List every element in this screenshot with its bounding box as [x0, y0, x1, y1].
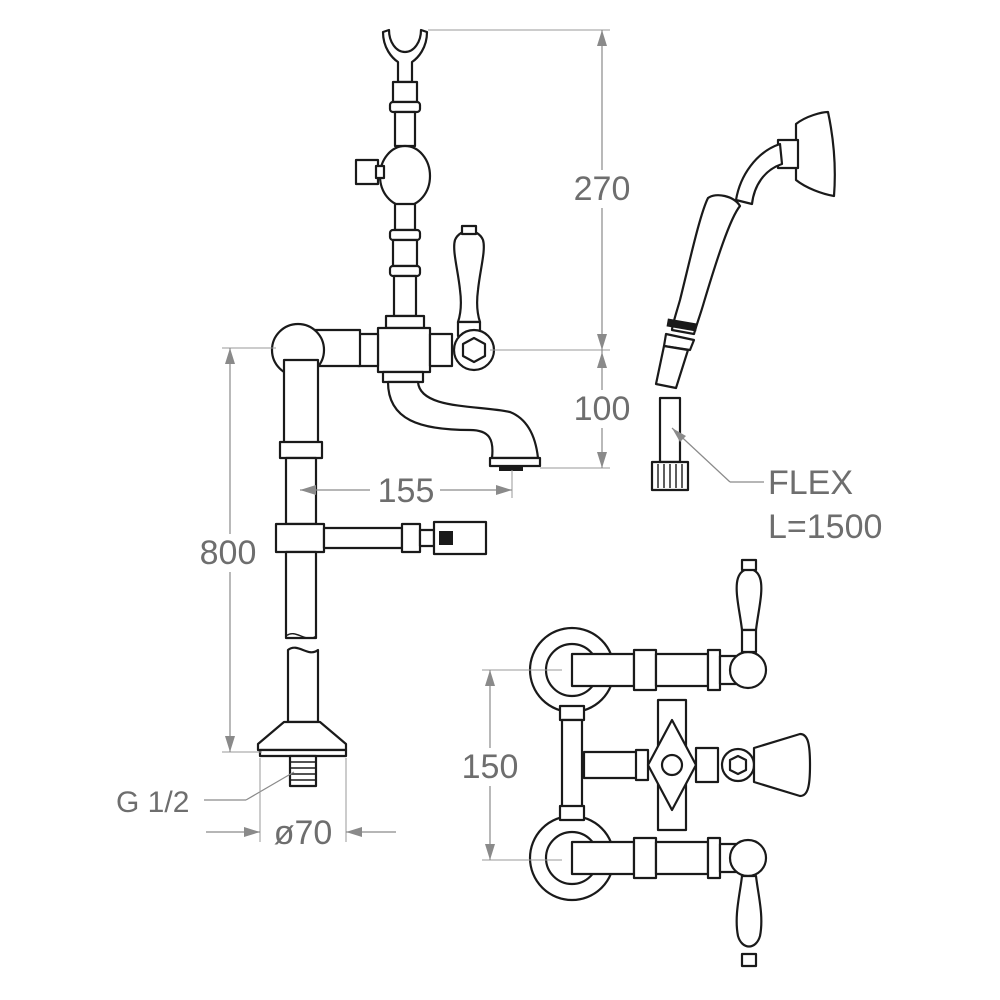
bottom-lever-handle: [735, 874, 763, 948]
bottom-valve-body: [654, 840, 710, 876]
lever-cap: [460, 224, 478, 236]
flex-hose-upper: [654, 344, 690, 390]
riser-pipe-upper: [282, 358, 320, 446]
dim-70-label: ø70: [274, 814, 333, 852]
shower-head: [794, 110, 836, 198]
top-valve-body: [654, 652, 710, 688]
top-inlet-arm: [570, 652, 636, 688]
front-view: [528, 558, 812, 968]
bottom-inlet-nut: [632, 836, 658, 880]
riser-neck-3: [391, 238, 419, 268]
top-valve-ring: [706, 648, 722, 692]
front-spout: [752, 732, 812, 798]
wall-bracket-arm: [322, 526, 404, 550]
top-lever-cap: [740, 558, 758, 572]
spout-collar: [694, 746, 720, 784]
riser-ring-1: [388, 100, 422, 114]
hose-type-label: FLEX: [768, 464, 853, 502]
thread-stub: [288, 754, 318, 788]
bottom-inlet-arm: [570, 840, 636, 876]
thread-lines: [290, 761, 316, 781]
shower-grip: [670, 194, 742, 336]
riser-ball: [378, 144, 432, 208]
mixer-bottom-ring: [381, 370, 425, 384]
wall-bracket-nut: [400, 522, 422, 554]
top-inlet-nut: [632, 648, 658, 692]
connector-nut-top: [558, 704, 586, 722]
riser-ring-3: [388, 264, 422, 278]
mixer-body: [376, 326, 432, 374]
wall-screw: [439, 531, 453, 545]
dim-800-label: 800: [200, 534, 257, 572]
spout-hex: [728, 754, 748, 776]
hand-shower: FLEX L=1500: [650, 110, 882, 546]
riser-pipe-bottom: [286, 646, 320, 724]
top-lever-handle: [735, 567, 763, 632]
connector-nut-bottom: [558, 804, 586, 822]
riser-lower: [392, 274, 418, 318]
riser-neck-2: [393, 202, 417, 232]
top-valve-hub: [728, 650, 768, 690]
center-arm-nut: [634, 748, 650, 782]
dim-270-label: 270: [574, 170, 631, 208]
bottom-valve-hub: [728, 838, 768, 878]
floor-flange: [256, 720, 348, 752]
dimensions-side: 270 100 155 800 G 1/2 ø70: [116, 29, 634, 852]
pipe-coupling: [278, 440, 324, 460]
shower-holder-fork: [381, 28, 429, 84]
riser-pipe-lower: [284, 550, 318, 640]
hose-length-label: L=1500: [768, 508, 882, 546]
dim-150-label: 150: [462, 748, 519, 786]
wall-bracket-neck: [418, 528, 436, 548]
lever-handle: [453, 229, 485, 324]
flex-hose-lower: [658, 396, 682, 464]
slider-stem: [374, 164, 386, 180]
riser-base-nut: [384, 314, 426, 330]
nut-knurling: [657, 464, 683, 488]
dimensions-front: 150: [458, 669, 562, 861]
top-lever-neck: [740, 628, 758, 654]
shower-grip-end: [662, 332, 696, 352]
dim-100-label: 100: [574, 390, 631, 428]
diverter-center: [660, 753, 684, 777]
shower-handle-curve: [734, 142, 784, 206]
spout: [386, 380, 540, 460]
pipe-break-top: [285, 633, 317, 639]
bottom-valve-ring: [706, 836, 722, 880]
thread-label: G 1/2: [116, 786, 189, 819]
spout-tip: [499, 465, 523, 471]
shower-grip-band: [666, 318, 698, 332]
mixer-right-nut: [428, 332, 454, 368]
dim-155-label: 155: [378, 472, 435, 510]
spout-aerator: [488, 456, 542, 468]
riser-collar-1: [391, 80, 419, 104]
wall-bracket-clamp: [274, 522, 326, 554]
riser-ring-2: [388, 228, 422, 242]
hex-bolt: [461, 336, 487, 364]
slider-knob: [354, 158, 380, 186]
vertical-connector: [560, 718, 584, 812]
center-arm: [582, 750, 640, 780]
bottom-lever-cap: [740, 952, 758, 968]
side-view: [256, 28, 542, 788]
riser-neck-1: [393, 110, 417, 148]
